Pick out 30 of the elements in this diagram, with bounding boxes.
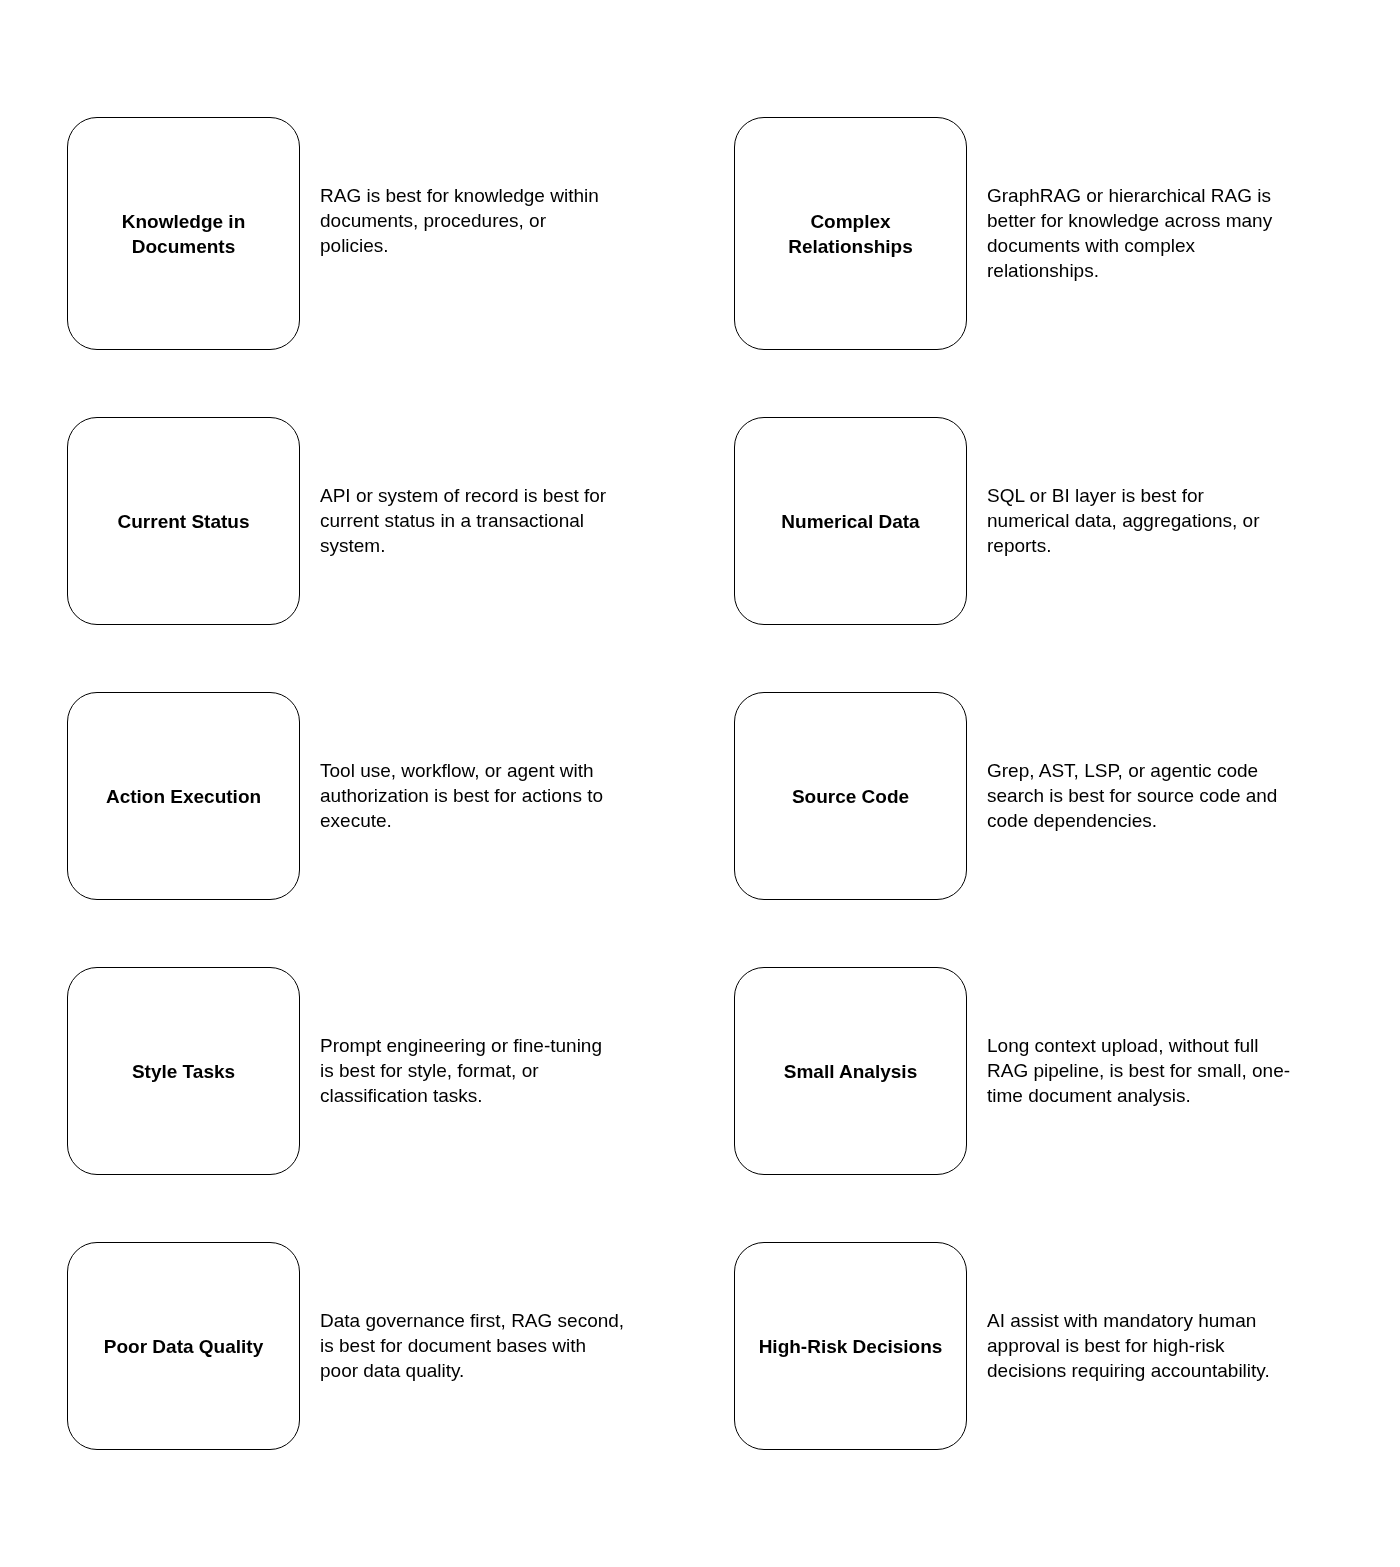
rounded-box — [734, 1242, 967, 1450]
description-text: GraphRAG or hierarchical RAG is better for knowledge across many documents with complex relationships. — [987, 184, 1274, 283]
description-text: API or system of record is best for current status in a transactional system. — [320, 484, 608, 558]
description-text: AI assist with mandatory human approval is best for high-risk decisions requiring accountability. — [987, 1309, 1271, 1383]
rounded-box — [67, 117, 300, 350]
description-text: RAG is best for knowledge within documents, procedures, or policies. — [320, 184, 600, 258]
box-label: Style Tasks — [131, 1059, 236, 1084]
description-text: Prompt engineering or fine-tuning is best for style, format, or classification tasks. — [320, 1034, 603, 1108]
rounded-box — [67, 417, 300, 625]
box-label: Knowledge in Documents — [120, 209, 247, 259]
description-text: Tool use, workflow, or agent with authorization is best for actions to execute. — [320, 759, 605, 833]
box-label: Numerical Data — [781, 509, 920, 534]
box-label: Current Status — [117, 509, 250, 534]
rounded-box — [734, 417, 967, 625]
box-label: Action Execution — [105, 784, 262, 809]
rounded-box — [734, 117, 967, 350]
rounded-box — [734, 967, 967, 1175]
rounded-box — [67, 692, 300, 900]
box-label: Source Code — [791, 784, 910, 809]
description-text: Long context upload, without full RAG pipeline, is best for small, one-time document analysis. — [987, 1034, 1292, 1108]
description-text: Grep, AST, LSP, or agentic code search is best for source code and code dependencies. — [987, 759, 1279, 833]
box-label: Small Analysis — [783, 1059, 918, 1084]
rounded-box — [67, 1242, 300, 1450]
box-label: Poor Data Quality — [103, 1334, 264, 1359]
description-text: SQL or BI layer is best for numerical data, aggregations, or reports. — [987, 484, 1261, 558]
box-label: Complex Relationships — [787, 209, 914, 259]
rounded-box — [67, 967, 300, 1175]
box-label: High-Risk Decisions — [758, 1334, 943, 1359]
description-text: Data governance first, RAG second, is best for document bases with poor data quality. — [320, 1309, 625, 1383]
rounded-box — [734, 692, 967, 900]
